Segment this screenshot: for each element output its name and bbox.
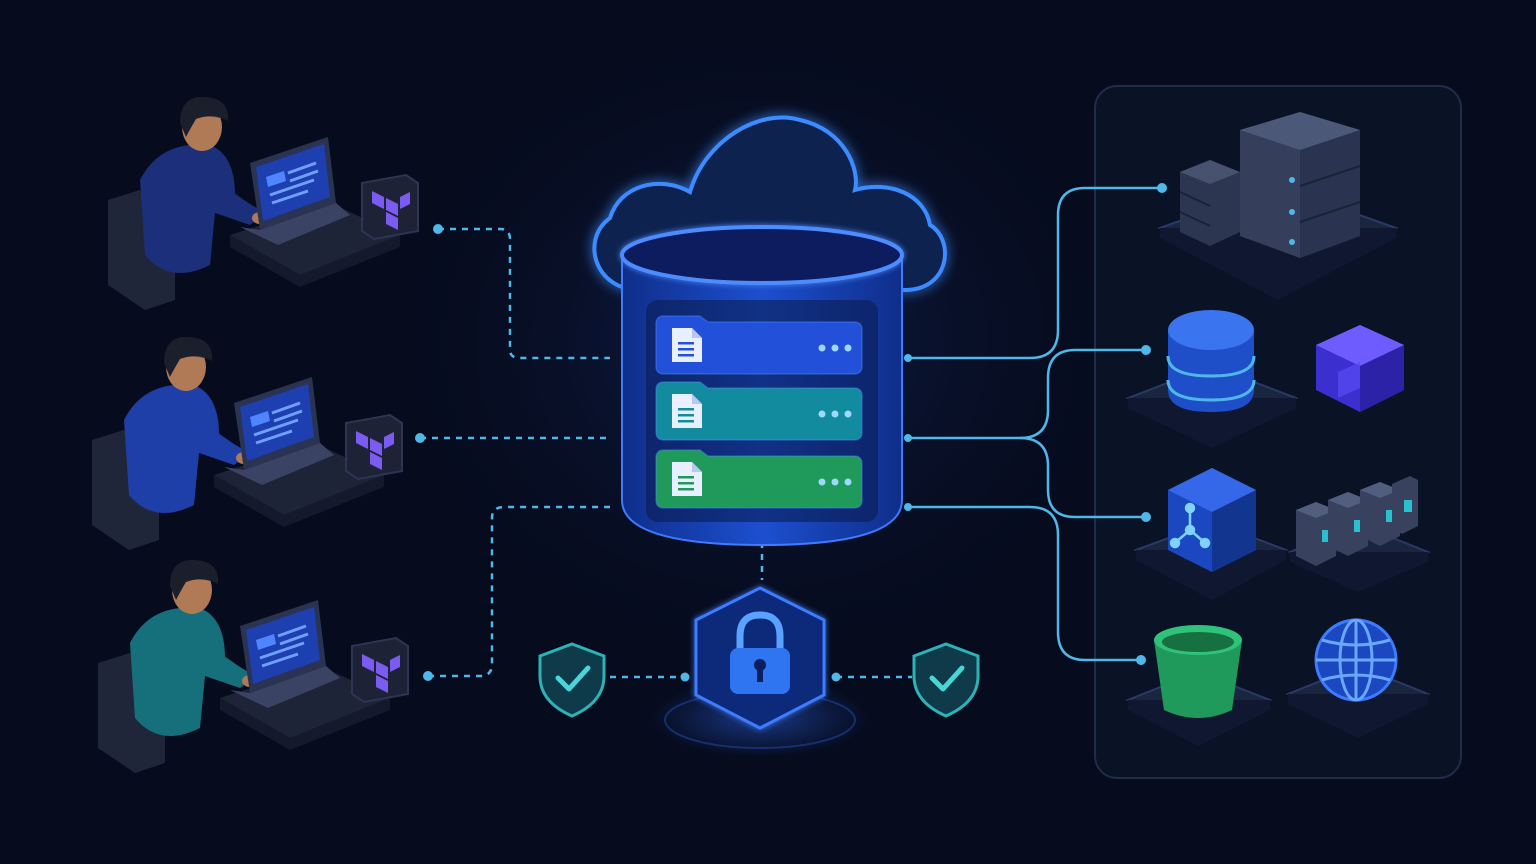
document-icon <box>672 462 702 496</box>
connector-dot <box>904 434 912 442</box>
developer-arm <box>190 644 255 688</box>
developer-connectors <box>420 227 610 678</box>
desk <box>214 443 384 515</box>
state-file-folder <box>655 315 863 375</box>
connector-dot <box>904 354 912 362</box>
shield-check-icon-right <box>912 642 980 718</box>
connector-dot <box>1141 512 1151 522</box>
purple-cube-icon <box>1316 325 1404 412</box>
developers-group <box>92 96 419 773</box>
network-node-cube-icon <box>1133 468 1289 600</box>
screen-lines <box>259 624 309 668</box>
desk-edge <box>214 475 384 527</box>
developer-hoodie <box>130 607 250 736</box>
security-connector-dots <box>680 672 841 682</box>
terraform-logo-icon <box>361 173 419 241</box>
connector-dot <box>1136 655 1146 665</box>
laptop-keyboard <box>224 443 334 485</box>
developer-hair <box>164 336 213 377</box>
connector-dot <box>433 224 443 234</box>
globe-icon <box>1285 618 1431 738</box>
database-icon <box>1125 310 1299 448</box>
state-file-folder <box>655 381 863 441</box>
security-connectors <box>610 530 912 679</box>
folder-body <box>655 315 863 375</box>
connector-developer-3 <box>428 505 610 678</box>
state-file-folder <box>655 449 863 509</box>
connector-dot <box>423 671 433 681</box>
developer-arm <box>200 181 265 225</box>
developer-connector-dots <box>415 224 443 681</box>
document-icon <box>672 394 702 428</box>
laptop-keyboard <box>240 203 350 245</box>
terraform-logo-icon <box>351 636 409 704</box>
connector-developer-1 <box>438 227 610 360</box>
connector-dot <box>831 672 841 682</box>
connector-resource-bucket <box>908 505 1140 662</box>
desk-edge <box>230 235 400 287</box>
security-group <box>538 586 980 758</box>
connector-dot <box>1141 345 1151 355</box>
screen-window <box>256 634 276 650</box>
developer-workstation <box>108 96 400 310</box>
more-dots-icon <box>818 410 852 418</box>
more-dots-icon <box>818 478 852 486</box>
laptop-keyboard <box>230 666 340 708</box>
connector-resource-servers <box>908 186 1160 360</box>
resource-connector-dots <box>904 183 1167 665</box>
terraform-logo-icon <box>345 413 403 481</box>
folder-body <box>655 381 863 441</box>
screen-window <box>266 171 286 187</box>
desk <box>220 666 390 738</box>
connector-dot <box>904 503 912 511</box>
connector-dot <box>415 433 425 443</box>
screen-lines <box>253 401 303 445</box>
folder-body <box>655 449 863 509</box>
more-dots-icon <box>818 344 852 352</box>
state-store-cylinder-top <box>620 225 904 285</box>
connector-dot <box>1157 183 1167 193</box>
screen-lines <box>269 161 319 205</box>
server-rack-icon <box>1157 112 1399 300</box>
resource-connectors <box>908 186 1160 662</box>
connector-dot <box>680 672 690 682</box>
developer-hair <box>180 96 229 137</box>
connector-resource-network <box>1019 436 1145 519</box>
padlock-icon <box>730 611 790 694</box>
developer-hoodie <box>124 384 244 513</box>
developer-hoodie <box>140 144 260 273</box>
shield-check-icon-left <box>538 642 606 718</box>
container-cluster-icon <box>1287 476 1431 592</box>
screen-window <box>250 411 270 427</box>
storage-bucket-icon <box>1125 625 1273 746</box>
connector-resource-database <box>908 348 1145 440</box>
resources-group <box>1125 112 1431 746</box>
remote-state-backend <box>592 115 947 547</box>
state-files <box>655 315 863 509</box>
developer-workstation <box>98 559 390 773</box>
desk-edge <box>220 698 390 750</box>
developer-hair <box>170 559 219 600</box>
resource-panel <box>1094 85 1462 779</box>
developer-arm <box>184 421 249 465</box>
developer-workstation <box>92 336 384 550</box>
desk <box>230 203 400 275</box>
document-icon <box>672 328 702 362</box>
